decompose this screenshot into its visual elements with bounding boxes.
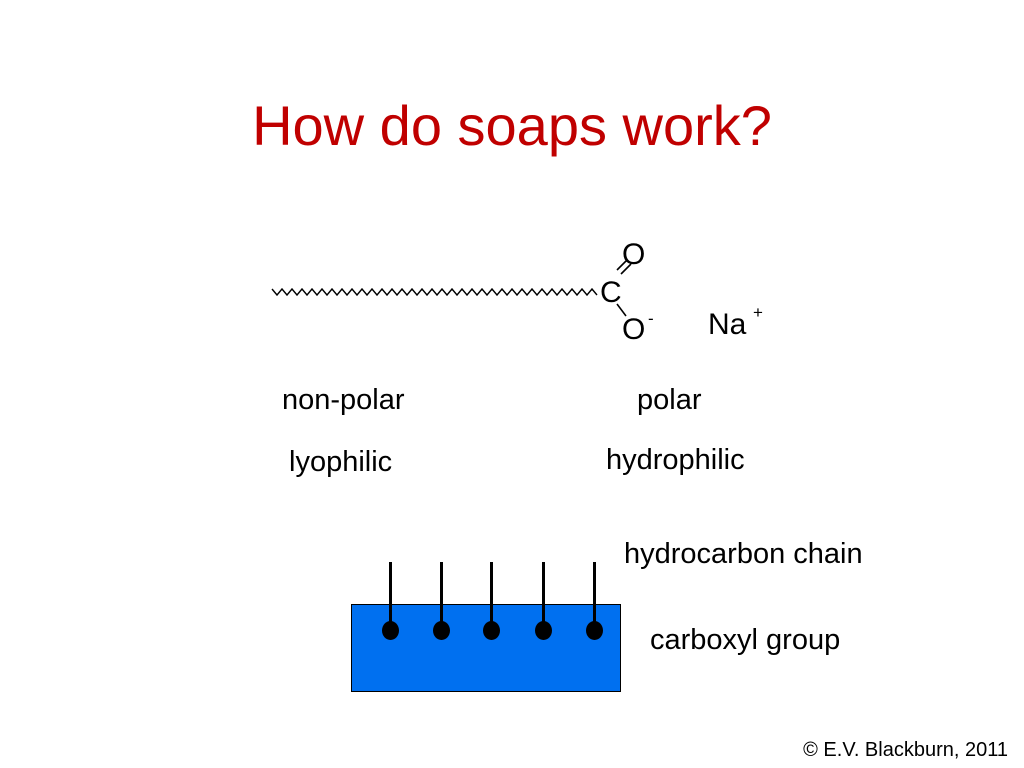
water-surface xyxy=(351,604,621,692)
oxygen-single-atom: O xyxy=(622,313,646,346)
label-carboxyl-group: carboxyl group xyxy=(650,624,841,656)
sodium-ion: Na xyxy=(708,308,747,341)
hydrocarbon-chain-zigzag xyxy=(271,287,598,297)
oxygen-charge: - xyxy=(648,309,654,328)
slide-title: How do soaps work? xyxy=(252,94,772,157)
soap-molecule-head xyxy=(382,621,399,640)
sodium-charge: + xyxy=(753,303,763,322)
soap-molecule-tail xyxy=(490,562,493,632)
soap-molecule-tail xyxy=(542,562,545,632)
oxygen-double-atom: O xyxy=(622,238,646,271)
carbon-atom: C xyxy=(600,276,622,309)
label-hydrophilic: hydrophilic xyxy=(606,444,745,476)
soap-molecule-tail xyxy=(440,562,443,632)
soap-molecule-head xyxy=(586,621,603,640)
soap-molecule-head xyxy=(535,621,552,640)
double-bond xyxy=(616,259,632,275)
soap-molecule-tail xyxy=(593,562,596,632)
soap-molecule-head xyxy=(433,621,450,640)
soap-molecule-tail xyxy=(389,562,392,632)
label-lyophilic: lyophilic xyxy=(289,446,393,478)
label-nonpolar: non-polar xyxy=(282,384,405,416)
soap-molecule-head xyxy=(483,621,500,640)
label-hydrocarbon-chain: hydrocarbon chain xyxy=(624,538,863,570)
single-bond xyxy=(616,303,627,317)
copyright: © E.V. Blackburn, 2011 xyxy=(803,739,1008,761)
label-polar: polar xyxy=(637,384,702,416)
